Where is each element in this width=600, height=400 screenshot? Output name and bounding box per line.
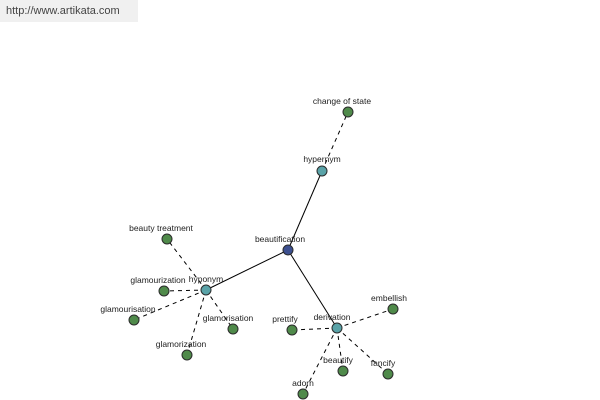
edge-hyponym-to-glamorization	[186, 289, 207, 356]
edge-hyponym-to-beauty-treatment	[166, 238, 207, 291]
node-label-beautify[interactable]: beautify	[323, 355, 354, 365]
node-label-hypernym[interactable]: hypernym	[303, 154, 340, 164]
node-embellish[interactable]	[387, 303, 399, 315]
graph-edges	[133, 111, 394, 395]
edge-hypernym-to-change-of-state	[321, 111, 349, 172]
graph-labels: beautification hypernym hyponym derivation c…	[100, 96, 407, 388]
node-prettify[interactable]	[286, 324, 298, 336]
node-label-glamorization[interactable]: glamorization	[156, 339, 207, 349]
node-glamorisation[interactable]	[227, 323, 239, 335]
edge-derivation-to-fancify	[336, 327, 389, 375]
edge-hyponym-to-glamorisation	[205, 289, 234, 330]
node-label-beauty-treatment[interactable]: beauty treatment	[129, 223, 193, 233]
node-glamourisation[interactable]	[128, 314, 140, 326]
node-label-embellish[interactable]: embellish	[371, 293, 407, 303]
node-glamorization[interactable]	[181, 349, 193, 361]
node-label-change-of-state[interactable]: change of state	[313, 96, 371, 106]
node-glamourization[interactable]	[158, 285, 170, 297]
node-beauty-treatment[interactable]	[161, 233, 173, 245]
node-label-hyponym[interactable]: hyponym	[189, 274, 224, 284]
edge-beautification-to-derivation	[287, 249, 338, 329]
node-label-derivation[interactable]: derivation	[314, 312, 351, 322]
node-beautification[interactable]	[282, 244, 294, 256]
node-adorn[interactable]	[297, 388, 309, 400]
node-label-glamorisation[interactable]: glamorisation	[203, 313, 254, 323]
edge-hyponym-to-glamourization	[163, 289, 207, 292]
url-banner-text[interactable]: http://www.artikata.com	[6, 5, 120, 17]
node-fancify[interactable]	[382, 368, 394, 380]
edge-derivation-to-prettify	[291, 327, 338, 331]
node-label-prettify[interactable]: prettify	[272, 314, 298, 324]
node-hypernym[interactable]	[316, 165, 328, 177]
graph-nodes	[128, 106, 399, 400]
node-change-of-state[interactable]	[342, 106, 354, 118]
node-label-adorn[interactable]: adorn	[292, 378, 314, 388]
edge-derivation-to-embellish	[336, 308, 394, 329]
url-banner[interactable]: http://www.artikata.com	[0, 0, 138, 22]
edge-hyponym-to-glamourisation	[133, 289, 207, 321]
edge-beautification-to-hyponym	[205, 249, 289, 291]
node-derivation[interactable]	[331, 322, 343, 334]
node-label-glamourization[interactable]: glamourization	[130, 275, 186, 285]
node-label-glamourisation[interactable]: glamourisation	[100, 304, 156, 314]
node-hyponym[interactable]	[200, 284, 212, 296]
node-label-fancify[interactable]: fancify	[371, 358, 396, 368]
node-label-beautification[interactable]: beautification	[255, 234, 305, 244]
node-beautify[interactable]	[337, 365, 349, 377]
edge-beautification-to-hypernym	[287, 170, 323, 251]
